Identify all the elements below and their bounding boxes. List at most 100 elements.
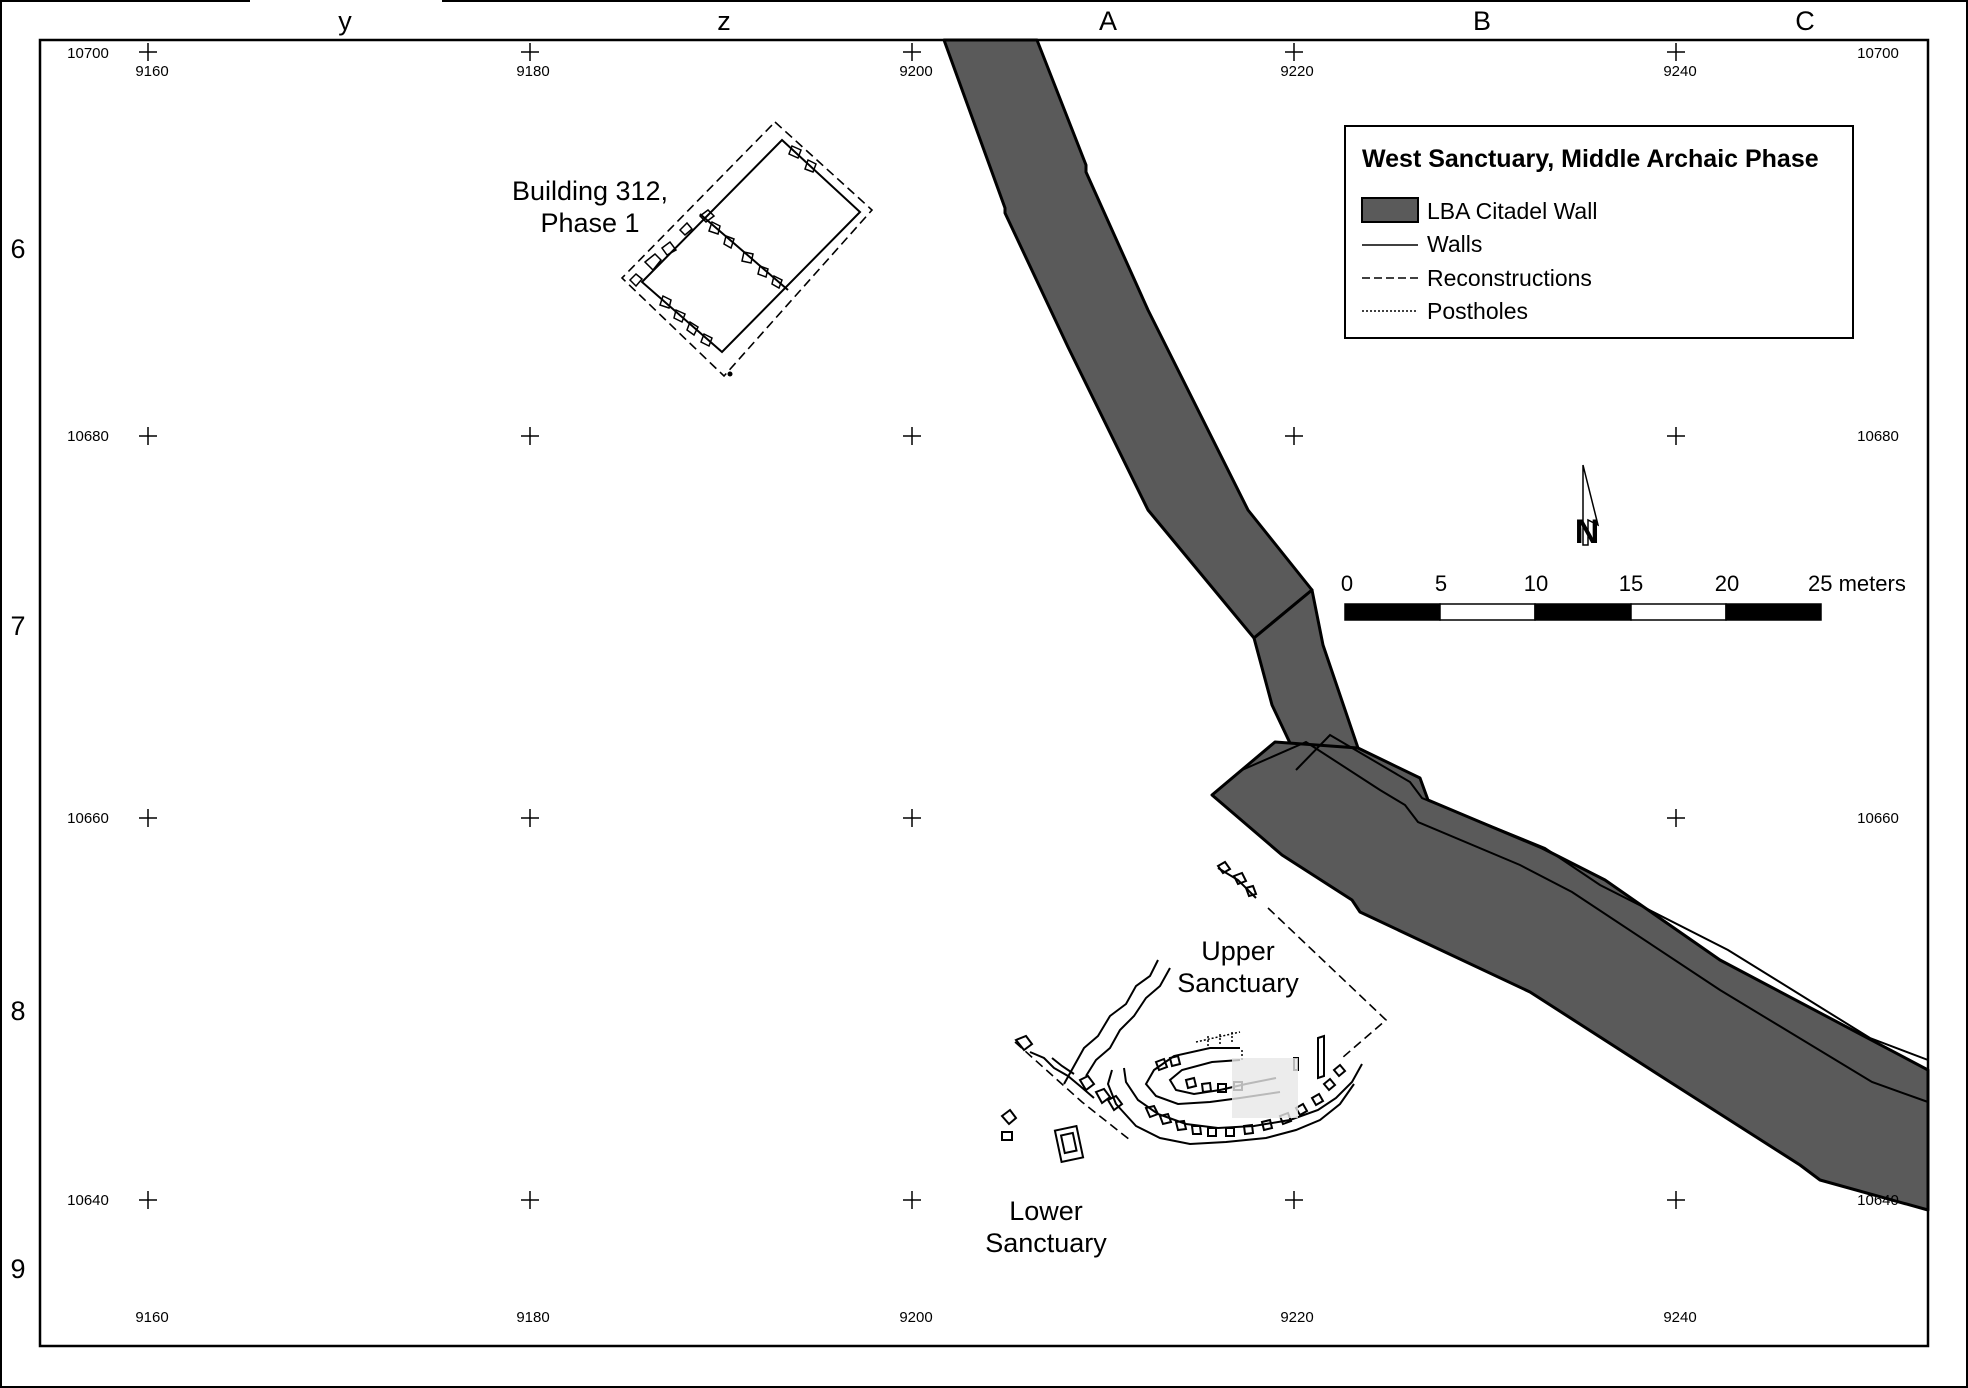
easting-labels-top: 9160 9180 9200 9220 9240 (135, 63, 1696, 80)
lower-sanctuary-cross-wall (1000, 1034, 1124, 1141)
northing-label-10700-left: 10700 (67, 45, 109, 62)
easting-label-9220-top: 9220 (1280, 63, 1313, 80)
citadel-wall-outer-band (1210, 740, 1930, 1212)
easting-label-9200-bottom: 9200 (899, 1309, 932, 1326)
legend-box (1344, 125, 1854, 339)
building-312-wall-outline (640, 138, 862, 354)
scale-bar-label-25: 25 meters (1808, 571, 1906, 596)
column-letter-b: B (1473, 6, 1491, 36)
grid-crosses (139, 43, 1685, 1209)
scale-bar-label-15: 15 (1619, 571, 1643, 596)
easting-labels-bottom: 9160 9180 9200 9220 9240 (135, 1309, 1696, 1326)
grid-cross (903, 427, 921, 445)
legend-label-postholes: Postholes (1427, 298, 1528, 324)
lower-sanctuary-label-line1: Lower (1009, 1196, 1083, 1226)
sanctuary-remains (1000, 860, 1388, 1164)
scale-bar-segment-5 (1725, 603, 1822, 621)
scale-bar-label-5: 5 (1435, 571, 1447, 596)
grid-cross (139, 43, 157, 61)
grid-cross (1667, 809, 1685, 827)
lower-sanctuary-label-line2: Sanctuary (985, 1228, 1107, 1258)
column-letters: y z A B C (338, 6, 1815, 36)
upper-sanctuary-stones-inner (1154, 1054, 1243, 1094)
map-labels: Building 312, Phase 1 Upper Sanctuary Lo… (512, 176, 1299, 1258)
upper-sanctuary-postholes (1195, 1031, 1243, 1062)
easting-label-9240-bottom: 9240 (1663, 1309, 1696, 1326)
building-312-label-line2: Phase 1 (540, 208, 639, 238)
building-312-plan (620, 120, 874, 378)
lower-sanctuary-altar (1053, 1124, 1085, 1164)
legend-label-citadel-wall: LBA Citadel Wall (1427, 198, 1597, 224)
upper-sanctuary-stones-arc (1144, 1063, 1347, 1137)
grid-cross (1667, 1191, 1685, 1209)
north-arrow-letter: N (1575, 513, 1600, 551)
grid-cross (1667, 43, 1685, 61)
scale-bar-segment-1 (1344, 603, 1441, 621)
scale-bar-label-20: 20 (1715, 571, 1739, 596)
building-312-reconstruction-outline (620, 120, 874, 378)
upper-sanctuary-reconstruction (1267, 907, 1388, 1059)
northing-label-10700-right: 10700 (1857, 45, 1899, 62)
northing-label-10680-left: 10680 (67, 428, 109, 445)
legend-title: West Sanctuary, Middle Archaic Phase (1362, 145, 1819, 173)
grid-cross (903, 809, 921, 827)
lower-sanctuary-altar-inner (1059, 1131, 1078, 1155)
upper-sanctuary-stones-north (1216, 860, 1258, 898)
grid-cross (1667, 427, 1685, 445)
scale-bar-label-0: 0 (1341, 571, 1353, 596)
grid-cross (903, 43, 921, 61)
lower-sanctuary-reconstruction (1014, 1041, 1131, 1141)
easting-label-9200-top: 9200 (899, 63, 932, 80)
column-letter-z: z (717, 6, 731, 36)
northing-label-10640-left: 10640 (67, 1192, 109, 1209)
northing-label-10660-left: 10660 (67, 810, 109, 827)
legend: West Sanctuary, Middle Archaic Phase LBA… (1344, 125, 1854, 339)
scale-bar-segment-4 (1630, 603, 1727, 621)
upper-sanctuary-east-wall (1293, 1034, 1325, 1080)
grid-cross (903, 1191, 921, 1209)
upper-sanctuary-outer-wall (1106, 1063, 1363, 1146)
legend-label-walls: Walls (1427, 231, 1482, 257)
row-numbers: 6 7 8 9 (10, 234, 25, 1284)
north-arrow-needle (1582, 464, 1600, 546)
grid-cross (139, 427, 157, 445)
easting-label-9220-bottom: 9220 (1280, 1309, 1313, 1326)
row-number-8: 8 (10, 996, 25, 1026)
citadel-wall-inner-line-1 (1241, 740, 1929, 1103)
grid-cross (1285, 43, 1303, 61)
grid-cross (1285, 1191, 1303, 1209)
easting-label-9160-bottom: 9160 (135, 1309, 168, 1326)
north-arrow-icon: N (1575, 464, 1600, 551)
northing-labels-right: 10700 10680 10660 10640 (1857, 45, 1899, 1209)
row-number-6: 6 (10, 234, 25, 264)
easting-label-9160-top: 9160 (135, 63, 168, 80)
scale-bar-segment-2 (1439, 603, 1536, 621)
easting-label-9180-top: 9180 (516, 63, 549, 80)
grid-cross (521, 1191, 539, 1209)
column-letter-c: C (1795, 6, 1815, 36)
grid-cross (521, 43, 539, 61)
row-number-7: 7 (10, 611, 25, 641)
building-312-stones (628, 144, 817, 377)
upper-sanctuary-label-line1: Upper (1201, 936, 1275, 966)
easting-label-9240-top: 9240 (1663, 63, 1696, 80)
easting-label-9180-bottom: 9180 (516, 1309, 549, 1326)
grid-cross (521, 427, 539, 445)
grid-cross (139, 1191, 157, 1209)
scale-bar-segment-3 (1534, 603, 1632, 621)
lba-citadel-wall (942, 38, 1930, 1212)
column-letter-y: y (338, 6, 352, 36)
legend-swatch-citadel-wall (1361, 197, 1419, 223)
northing-label-10660-right: 10660 (1857, 810, 1899, 827)
northing-labels-left: 10700 10680 10660 10640 (67, 45, 109, 1209)
citadel-wall-inner-line-2 (1295, 733, 1929, 1061)
scale-bar-label-10: 10 (1524, 571, 1548, 596)
upper-sanctuary-label-line2: Sanctuary (1177, 968, 1299, 998)
upper-sanctuary-paving (1232, 1058, 1298, 1118)
northing-label-10680-right: 10680 (1857, 428, 1899, 445)
scale-bar: 0 5 10 15 20 25 meters (1341, 571, 1906, 621)
grid-cross (1285, 427, 1303, 445)
citadel-wall-upper-segment (942, 38, 1314, 640)
